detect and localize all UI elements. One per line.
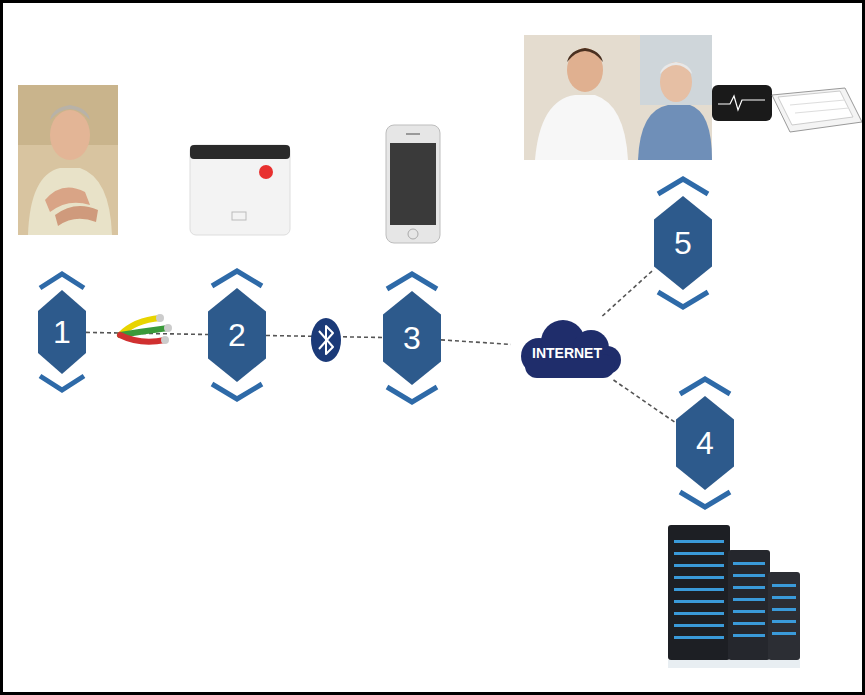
chevron-marks bbox=[40, 179, 730, 507]
internet-cloud: INTERNET bbox=[511, 316, 623, 380]
bluetooth-symbol bbox=[311, 318, 341, 362]
step-number: 1 bbox=[53, 316, 71, 348]
step-number: 2 bbox=[228, 319, 246, 351]
ecg-device bbox=[190, 145, 290, 235]
cloud-label: INTERNET bbox=[532, 336, 602, 360]
monitor-tablet bbox=[712, 85, 862, 132]
ecg-leads bbox=[120, 314, 172, 344]
patient-photo bbox=[18, 85, 118, 235]
server-rack bbox=[668, 525, 800, 668]
step-hexagon: 1 bbox=[38, 290, 86, 374]
step-number: 3 bbox=[403, 322, 421, 354]
step-hexagon: 2 bbox=[208, 288, 266, 382]
step-number: 4 bbox=[696, 427, 714, 459]
step-number: 5 bbox=[674, 227, 692, 259]
step-hexagon: 3 bbox=[383, 291, 441, 385]
step-hexagon: 5 bbox=[654, 196, 712, 290]
dashed-connector bbox=[613, 380, 676, 423]
dashed-connector bbox=[441, 340, 511, 345]
doctor-patient-photo bbox=[524, 35, 712, 160]
smartphone bbox=[386, 125, 440, 243]
step-hexagon: 4 bbox=[676, 396, 734, 490]
dashed-connector bbox=[602, 269, 654, 316]
